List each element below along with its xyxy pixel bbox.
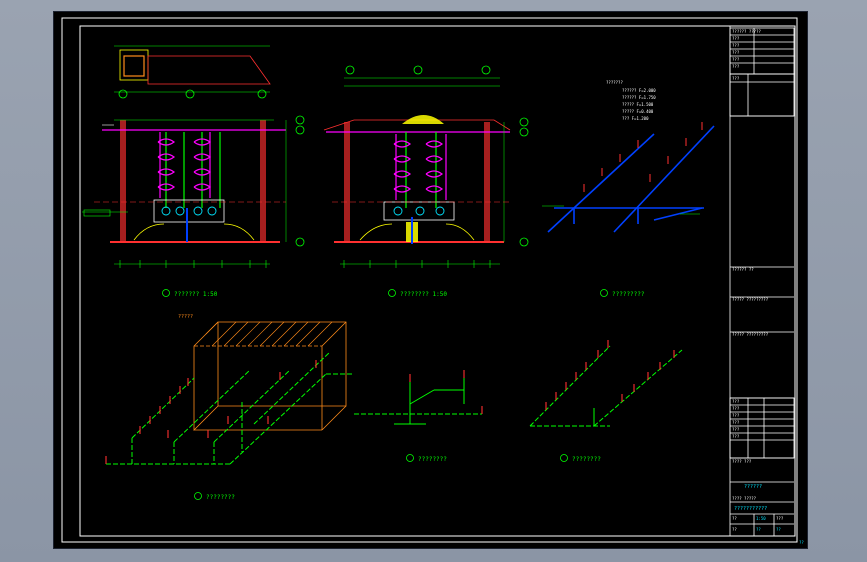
legend-item-4: ????? F=0.400 <box>622 109 654 114</box>
outer-frame <box>61 17 798 543</box>
isometric-view-6[interactable] <box>529 340 683 427</box>
tb-lower-6: ??? <box>732 434 740 439</box>
tb-row-3: ??? <box>732 50 740 55</box>
tb-row-5: ??? <box>732 64 740 69</box>
legend-item-1: ?????? F=2.000 <box>622 88 656 93</box>
legend-item-2: ?????? F=1.750 <box>622 95 656 100</box>
legend-item-3: ????? F=1.500 <box>622 102 654 107</box>
tb-lower-5: ??? <box>732 427 740 432</box>
inner-frame <box>79 25 796 537</box>
corner-tag: ?? <box>799 540 804 545</box>
tb-date-value: ?? <box>756 527 761 532</box>
view-marker-5 <box>406 454 414 462</box>
title-block-header: ?????? ????? <box>732 29 761 34</box>
tank-label: ????? <box>178 314 193 320</box>
elevation-view-1[interactable] <box>82 45 305 268</box>
tb-lower-3: ??? <box>732 413 740 418</box>
view-label-1: ??????? 1:50 <box>174 291 218 298</box>
tb-field-c: ????? ????????? <box>732 332 769 337</box>
tb-scale-label: ?? <box>732 516 737 521</box>
view-marker-4 <box>194 492 202 500</box>
view-label-2: ???????? 1:50 <box>400 291 447 298</box>
tb-row-1: ??? <box>732 36 740 41</box>
view-marker-1 <box>162 289 170 297</box>
tb-row-6: ??? <box>732 76 740 81</box>
tb-scale-value: 1:50 <box>756 516 766 521</box>
cad-canvas[interactable]: ?????? ????? ??? ??? ??? ??? ??? ??? ???… <box>54 12 807 548</box>
tb-date-label: ?? <box>732 527 737 532</box>
tb-project-label: ???? ??? <box>732 459 752 464</box>
legend: ??????? ?????? F=2.000 ?????? F=1.750 ??… <box>606 80 656 121</box>
view-marker-3 <box>600 289 608 297</box>
tb-lower-2: ??? <box>732 406 740 411</box>
view-marker-6 <box>560 454 568 462</box>
elevation-view-2[interactable] <box>323 65 529 268</box>
tb-drawing-name: ??????????? <box>734 506 767 512</box>
tb-row-4: ??? <box>732 57 740 62</box>
isometric-view-3[interactable] <box>542 122 715 233</box>
tb-row-2: ??? <box>732 43 740 48</box>
tb-sheet-label: ??? <box>776 516 784 521</box>
drawing-sheet: ?????? ????? ??? ??? ??? ??? ??? ??? ???… <box>54 12 807 548</box>
view-label-4: ???????? <box>206 494 235 501</box>
tb-sheet-value: ?? <box>776 527 781 532</box>
tb-lower-4: ??? <box>732 420 740 425</box>
view-label-6: ???????? <box>572 456 601 463</box>
isometric-view-4[interactable] <box>105 321 354 465</box>
view-label-5: ???????? <box>418 456 447 463</box>
tb-field-a: ?????? ?? <box>732 267 754 272</box>
tb-project-name: ?????? <box>744 484 762 490</box>
view-marker-2 <box>388 289 396 297</box>
tb-lower-1: ??? <box>732 399 740 404</box>
legend-title: ??????? <box>606 80 623 85</box>
title-block-text: ?????? ????? ??? ??? ??? ??? ??? ??? ???… <box>732 29 784 532</box>
isometric-view-5[interactable] <box>354 370 483 425</box>
view-label-3: ????????? <box>612 291 645 298</box>
legend-item-5: ??? F=1.200 <box>622 116 649 121</box>
tb-field-b: ????? ????????? <box>732 297 769 302</box>
title-block <box>729 26 795 536</box>
tb-drawing-label: ???? ????? <box>732 496 757 501</box>
